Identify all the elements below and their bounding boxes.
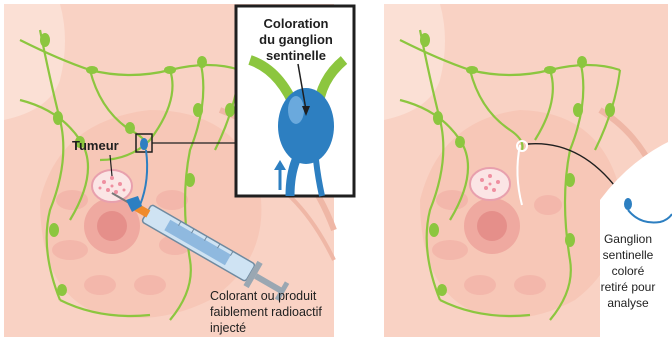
removed-label-line5: analyse xyxy=(607,296,649,310)
removed-label-line3: coloré xyxy=(612,264,645,278)
tumor-label: Tumeur xyxy=(72,138,119,153)
inset-sentinel-node xyxy=(278,88,334,164)
right-panel: Ganglion sentinelle coloré retiré pour a… xyxy=(384,4,672,341)
removed-label-line4: retiré pour xyxy=(601,280,656,294)
removed-label-line2: sentinelle xyxy=(603,248,654,262)
injection-label-line2: faiblement radioactif xyxy=(210,305,322,319)
right-nipple xyxy=(477,211,507,241)
removed-label-line1: Ganglion xyxy=(604,232,652,246)
left-nipple xyxy=(97,211,127,241)
inset-label-line2: du ganglion xyxy=(259,32,333,47)
inset-label-line3: sentinelle xyxy=(266,48,326,63)
injection-label-line1: Colorant ou produit xyxy=(210,289,317,303)
left-panel: Coloration du ganglion sentinelle Tumeur… xyxy=(4,4,354,337)
removed-sentinel-node xyxy=(624,198,632,210)
inset-label-line1: Coloration xyxy=(264,16,329,31)
sentinel-node-dyed xyxy=(140,138,148,150)
injection-label-line3: injecté xyxy=(210,321,246,335)
